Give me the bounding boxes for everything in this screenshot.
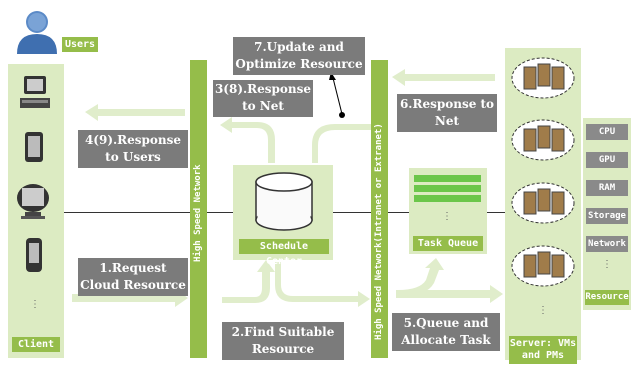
server-label: Server: VMs and PMs [509, 336, 577, 364]
queue-slot [414, 195, 481, 202]
step-6-response-net: 6.Response to Net [397, 94, 497, 132]
network-bar-right [371, 60, 388, 358]
client-ellipsis: ⋮ [30, 299, 40, 310]
resource-network: Network [586, 236, 628, 252]
resource-label: Resource [585, 290, 629, 305]
step-5-queue: 5.Queue and Allocate Task [392, 313, 500, 351]
phone-icon [26, 238, 42, 272]
server-cluster-icon [511, 57, 575, 99]
server-cluster-icon [511, 245, 575, 287]
resource-cpu: CPU [586, 124, 628, 140]
arrow-request [72, 289, 188, 307]
network-label-right: High Speed Network(Intranet or Extranet) [374, 123, 384, 340]
server-cluster-icon [511, 119, 575, 161]
step-2-find-resource: 2.Find Suitable Resource [222, 322, 344, 360]
arrow-response-6 [392, 69, 495, 86]
resource-storage: Storage [586, 208, 628, 224]
arrow-response-net [220, 117, 275, 163]
monitor-icon [17, 184, 49, 219]
resource-ram: RAM [586, 180, 628, 196]
queue-slot [414, 185, 481, 192]
arrow-queue-right [396, 285, 503, 303]
network-label-left: High Speed Network [193, 164, 203, 262]
schedule-center-label: Schedule Center [239, 239, 329, 267]
queue-slot [414, 175, 481, 182]
server-label-text: Server: VMs and PMs [509, 338, 577, 361]
arrow-find-resource [275, 262, 370, 307]
tablet-icon [25, 132, 43, 162]
user-icon [17, 11, 57, 54]
resource-gpu: GPU [586, 152, 628, 168]
step-1-request: 1.Request Cloud Resource [78, 258, 188, 296]
network-bar-left [190, 60, 207, 358]
step-7-update: 7.Update and Optimize Resource [233, 37, 365, 75]
step-4-response-users: 4(9).Response to Users [78, 130, 188, 168]
server-ellipsis: ⋮ [538, 305, 548, 316]
task-queue-label: Task Queue [413, 236, 483, 251]
server-cluster-icon [511, 182, 575, 224]
desktop-computer-icon [20, 76, 50, 108]
arrow-center-top-right [312, 124, 375, 163]
arrow-update [332, 77, 343, 115]
arrow-into-center [222, 260, 275, 303]
client-label: Client [12, 337, 60, 352]
arrow-into-queue [398, 258, 444, 297]
database-icon [255, 172, 313, 231]
arrow-response-users [85, 104, 185, 121]
users-label: Users [62, 37, 98, 52]
resource-ellipsis: ⋮ [602, 259, 612, 270]
queue-ellipsis: ⋮ [442, 211, 452, 222]
step-3-response-net: 3(8).Response to Net [213, 80, 313, 117]
